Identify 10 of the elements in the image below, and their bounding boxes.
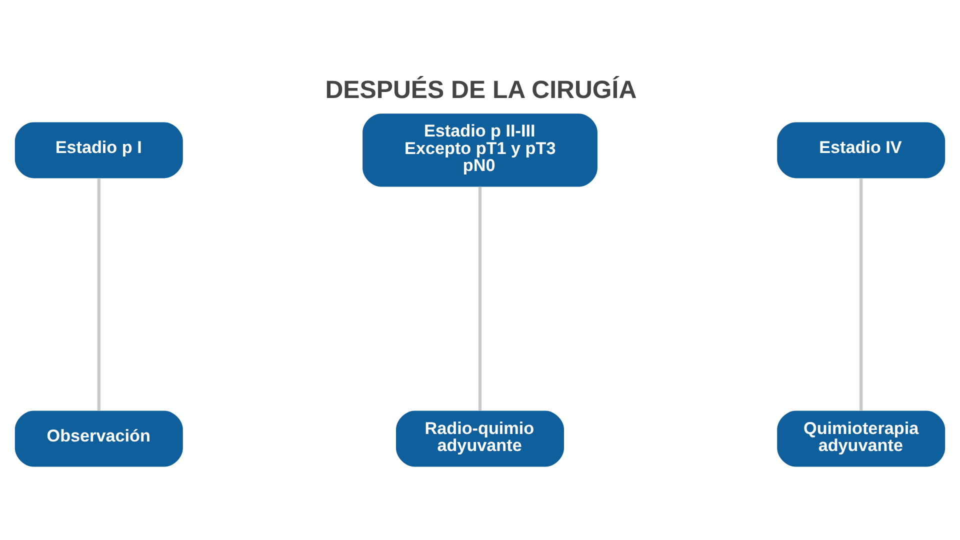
connector xyxy=(860,178,863,411)
connector xyxy=(97,178,100,411)
node-box: Radio-quimio adyuvante xyxy=(396,410,564,467)
connector xyxy=(478,186,482,410)
node-box: Estadio IV xyxy=(777,122,946,178)
node-box: Observación xyxy=(14,410,183,467)
node-box: Estadio p I xyxy=(14,122,183,178)
diagram-title: DESPUÉS DE LA CIRUGÍA xyxy=(325,76,637,104)
node-box: Quimioterapia adyuvante xyxy=(777,410,946,467)
node-box: Estadio p II-III Excepto pT1 y pT3 pN0 xyxy=(362,114,598,187)
